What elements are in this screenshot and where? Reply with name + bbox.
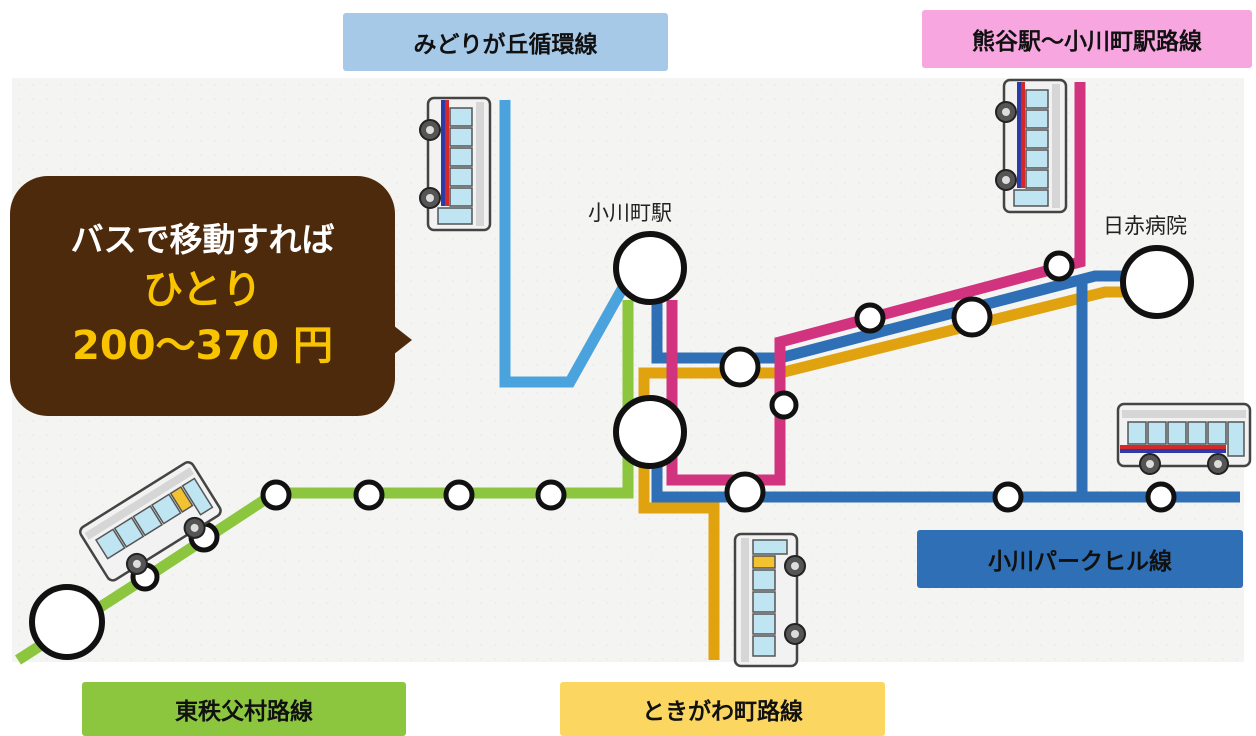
station-nisseki [1120,245,1194,319]
line-label-parkhill: 小川パークヒル線 [917,530,1243,588]
bus-icon [1116,402,1252,476]
bus-icon [418,96,492,232]
line-label-tokigawa: ときがわ町路線 [560,682,885,736]
stop [1145,481,1177,513]
stop [769,390,799,420]
station-terminal-sw [29,584,105,660]
bus-icon [733,532,807,668]
stop [724,471,766,513]
stop [951,296,993,338]
stop [535,479,567,511]
fare-amount-text: 200～370 円 [72,323,333,369]
stop [992,481,1024,513]
fare-per-person-text: ひとり [143,267,262,313]
line-label-midorigaoka: みどりが丘循環線 [343,13,668,71]
bus-icon [994,78,1068,214]
stop [443,479,475,511]
fare-speech-bubble: バスで移動すれば ひとり 200～370 円 [10,176,395,416]
station-interchange [613,395,687,469]
line-label-kumagaya: 熊谷駅～小川町駅路線 [922,10,1252,68]
route-tokigawa-line [638,286,1160,660]
stop [1043,250,1075,282]
stop [353,479,385,511]
station-markers [29,231,1194,660]
fare-intro-text: バスで移動すれば [70,220,335,259]
stop [719,346,761,388]
station-label-ogawamachi: 小川町駅 [588,201,672,225]
station-label-nisseki: 日赤病院 [1103,214,1187,238]
station-ogawamachi [613,231,687,305]
line-label-higashichichibu: 東秩父村路線 [82,682,406,736]
stop [854,302,886,334]
route-midorigaoka-line [499,100,635,388]
stop [260,479,292,511]
